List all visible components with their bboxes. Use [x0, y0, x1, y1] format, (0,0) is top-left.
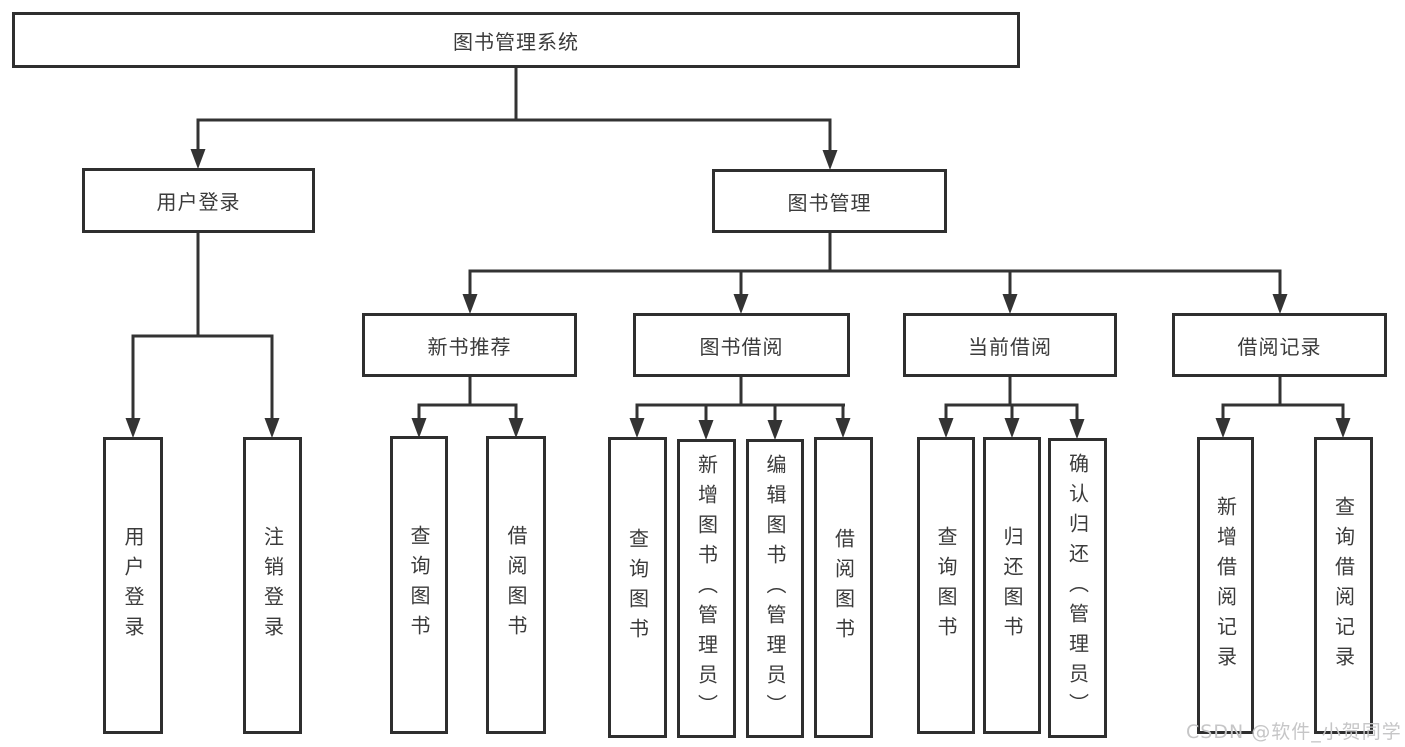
leaf-query-books-borrow: 查询图书 [608, 437, 667, 738]
leaf-query-books-current-label: 查询图书 [934, 525, 958, 646]
leaf-edit-book-admin-label: 编辑图书（管理员） [763, 453, 787, 724]
leaf-add-borrow-record-label: 新增借阅记录 [1213, 495, 1238, 676]
connector-paths [131, 68, 1345, 422]
leaf-logout: 注销登录 [243, 437, 302, 734]
leaf-user-login: 用户登录 [103, 437, 163, 734]
leaf-edit-book-admin: 编辑图书（管理员） [746, 439, 804, 738]
leaf-borrow-books: 借阅图书 [814, 437, 873, 738]
node-current-borrow: 当前借阅 [903, 313, 1117, 377]
leaf-logout-label: 注销登录 [260, 525, 285, 646]
leaf-add-borrow-record: 新增借阅记录 [1197, 437, 1254, 734]
leaf-borrow-books-label: 借阅图书 [831, 527, 856, 648]
leaf-borrow-books-recommend-label: 借阅图书 [504, 525, 528, 645]
node-library-management-system: 图书管理系统 [12, 12, 1020, 68]
leaf-user-login-label: 用户登录 [121, 525, 145, 646]
node-new-book-recommend: 新书推荐 [362, 313, 577, 377]
node-book-borrow: 图书借阅 [633, 313, 850, 377]
leaf-query-borrow-record-label: 查询借阅记录 [1331, 495, 1356, 676]
watermark-text: CSDN @软件_小贺同学 [1186, 721, 1402, 743]
leaf-confirm-return-admin-label: 确认归还（管理员） [1065, 453, 1090, 723]
leaf-query-books-current: 查询图书 [917, 437, 975, 734]
leaf-query-books-recommend-label: 查询图书 [407, 525, 431, 645]
node-user-login: 用户登录 [82, 168, 315, 233]
leaf-return-book-label: 归还图书 [1000, 525, 1024, 646]
leaf-query-books-recommend: 查询图书 [390, 436, 448, 734]
node-book-management: 图书管理 [712, 169, 947, 233]
leaf-add-book-admin: 新增图书（管理员） [677, 439, 736, 738]
leaf-query-books-borrow-label: 查询图书 [625, 527, 650, 648]
arrowheads [125, 149, 1351, 440]
node-borrow-records: 借阅记录 [1172, 313, 1387, 377]
leaf-add-book-admin-label: 新增图书（管理员） [694, 453, 719, 724]
leaf-return-book: 归还图书 [983, 437, 1041, 734]
leaf-query-borrow-record: 查询借阅记录 [1314, 437, 1373, 734]
leaf-borrow-books-recommend: 借阅图书 [486, 436, 546, 734]
leaf-confirm-return-admin: 确认归还（管理员） [1048, 438, 1107, 738]
